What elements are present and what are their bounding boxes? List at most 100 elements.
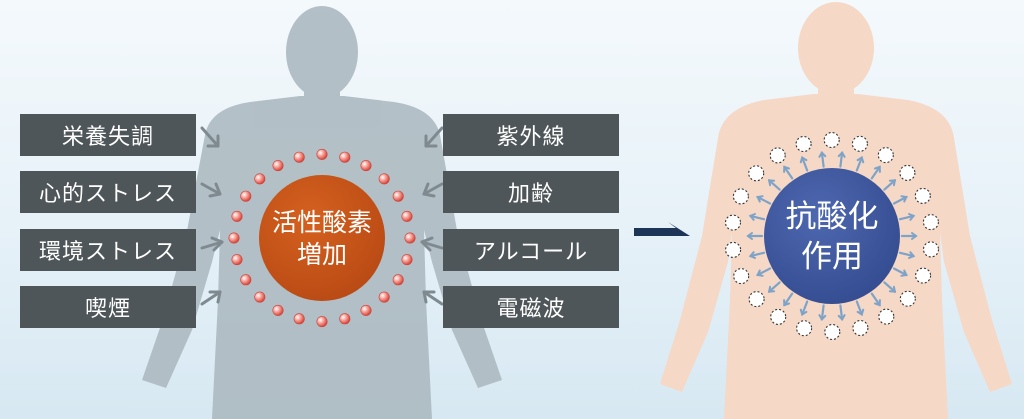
cause-arrows <box>200 126 444 306</box>
antioxidant-arrow-head <box>900 195 908 203</box>
antioxidant-arrow <box>801 156 809 172</box>
neutralized-radical-dot <box>878 308 895 325</box>
antioxidant-arrow <box>870 292 881 307</box>
antioxidant-arrow-head <box>818 314 827 322</box>
antioxidant-arrow-head <box>856 308 865 317</box>
neutralized-radical-dot <box>748 165 765 182</box>
antioxidant-arrow <box>855 300 863 316</box>
cause-box-alcohol: アルコール <box>443 229 619 271</box>
neutralized-radical-dot <box>899 290 916 307</box>
antioxidant-arrow-head <box>818 150 827 158</box>
neutralized-radical-dot <box>823 131 840 149</box>
neutralized-radical-dot <box>852 319 869 337</box>
antioxidant-arrow-head <box>799 308 808 317</box>
free-radical-dot <box>240 190 252 202</box>
free-radical-dot <box>339 151 351 163</box>
free-radical-dot <box>360 160 372 172</box>
antioxidant-arrow <box>749 214 766 221</box>
antioxidant-arrow-head <box>911 232 918 240</box>
antioxidant-arrows <box>746 150 918 322</box>
antioxidant-arrow-head <box>748 213 756 221</box>
antioxidant-label: 抗酸化 作用 <box>785 199 879 275</box>
cause-box-uv-rays: 紫外線 <box>443 114 619 156</box>
neutralized-radical-dot <box>769 147 786 164</box>
free-radical-dot <box>401 254 413 266</box>
free-radical-dot <box>254 291 266 303</box>
antioxidant-arrow-head <box>783 299 790 307</box>
neutralized-radical-dot <box>922 214 939 231</box>
antioxidant-arrow-head <box>756 269 764 277</box>
antioxidant-arrow <box>756 195 772 205</box>
free-radical-dot <box>360 304 372 316</box>
antioxidant-arrow <box>783 292 794 307</box>
neutralized-radical-dot <box>770 308 787 325</box>
neutralized-radical-dots <box>724 131 940 341</box>
antioxidant-arrow-head <box>748 251 756 259</box>
free-radical-dot <box>339 313 351 325</box>
antioxidant-arrow-head <box>908 213 916 221</box>
neutralized-radical-dot <box>899 164 916 181</box>
neutralized-radical-dot <box>732 188 749 205</box>
active-oxygen-label: 活性酸素 増加 <box>271 208 372 269</box>
neutralized-radical-dot <box>915 267 932 284</box>
antioxidant-arrow <box>820 304 825 321</box>
neutralized-radical-dot <box>851 135 868 152</box>
transition-arrow <box>634 222 690 236</box>
free-radical-dot <box>392 190 404 202</box>
antioxidant-arrow <box>801 300 809 316</box>
active-oxygen-circle <box>259 175 385 301</box>
antioxidant-arrow-head <box>874 165 881 173</box>
antioxidant-arrow-head <box>783 165 790 173</box>
antioxidant-arrow <box>883 281 897 293</box>
neutralized-radical-dot <box>877 147 894 164</box>
antioxidant-arrow <box>767 179 781 191</box>
neutralized-radical-dot <box>796 320 813 337</box>
neutralized-radical-dot <box>724 214 742 231</box>
free-radical-dot <box>228 232 240 244</box>
free-radical-dot <box>316 316 328 328</box>
free-radical-dot <box>401 210 413 222</box>
free-radical-dot <box>392 274 404 286</box>
free-radical-dot <box>378 291 390 303</box>
free-radical-dot <box>404 232 416 244</box>
antioxidant-arrow <box>898 251 915 258</box>
antioxidant-arrow <box>855 156 863 172</box>
free-radical-dot <box>254 173 266 185</box>
antioxidant-arrow-head <box>900 269 908 277</box>
cause-box-smoking: 喫煙 <box>20 286 196 328</box>
antioxidant-arrow <box>883 179 897 191</box>
neutralized-radical-dot <box>824 323 841 341</box>
free-radical-dots <box>228 148 416 328</box>
antioxidant-circle <box>764 168 900 304</box>
free-radical-dot <box>378 173 390 185</box>
antioxidant-arrow-head <box>837 314 846 322</box>
antioxidant-arrow-head <box>767 179 776 187</box>
antioxidant-arrow-head <box>888 179 897 187</box>
antioxidant-arrow <box>839 304 844 321</box>
antioxidant-arrow-head <box>837 150 846 158</box>
antioxidant-arrow-head <box>756 195 764 203</box>
cause-box-malnutrition: 栄養失調 <box>20 114 196 156</box>
neutralized-radical-dot <box>748 291 765 308</box>
antioxidant-arrow <box>839 151 844 168</box>
free-radical-dot <box>240 274 252 286</box>
antioxidant-arrow <box>749 251 766 258</box>
antioxidant-arrow <box>756 267 772 277</box>
cause-box-electromagnetic-waves: 電磁波 <box>443 286 619 328</box>
antioxidant-arrow <box>892 267 908 277</box>
antioxidant-arrow <box>783 165 794 180</box>
cause-box-mental-stress: 心的ストレス <box>20 171 196 213</box>
free-radical-dot <box>231 210 243 222</box>
free-radical-dot <box>316 148 328 160</box>
antioxidant-arrow <box>820 151 825 168</box>
neutralized-radical-dot <box>914 187 931 204</box>
antioxidant-arrow-head <box>874 299 881 307</box>
free-radical-dot <box>293 313 305 325</box>
neutralized-radical-dot <box>725 241 742 258</box>
antioxidant-arrow-head <box>856 155 865 164</box>
neutralized-radical-dot <box>795 135 812 153</box>
antioxidant-arrow-head <box>888 285 897 293</box>
free-radical-dot <box>231 254 243 266</box>
